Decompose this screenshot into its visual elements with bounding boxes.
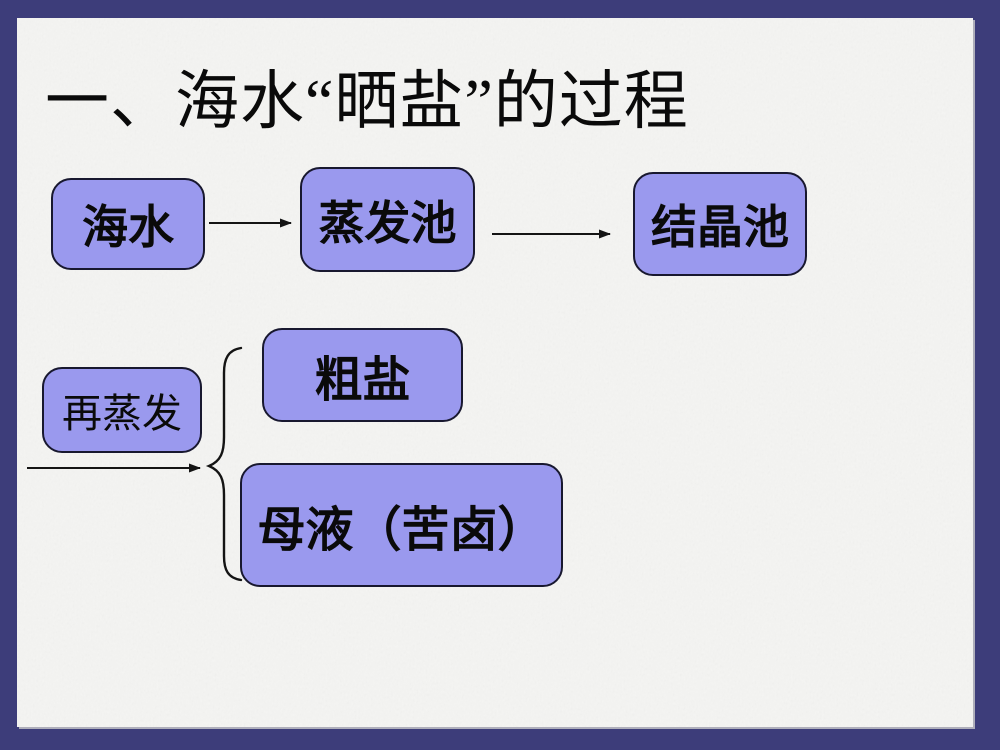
box-evaporation-pool: 蒸发池 bbox=[300, 167, 475, 272]
box-seawater: 海水 bbox=[51, 178, 205, 270]
brace-branch bbox=[205, 346, 243, 582]
slide-title: 一、海水“晒盐”的过程 bbox=[45, 66, 689, 137]
box-re-evaporation-label: 再蒸发 bbox=[42, 367, 202, 453]
box-crystallization-pool: 结晶池 bbox=[633, 172, 807, 276]
box-mother-liquor: 母液（苦卤） bbox=[240, 463, 563, 587]
slide-canvas: 一、海水“晒盐”的过程 海水 蒸发池 结晶池 再蒸发 粗盐 母液（苦卤） bbox=[17, 18, 973, 727]
box-crude-salt: 粗盐 bbox=[262, 328, 463, 422]
